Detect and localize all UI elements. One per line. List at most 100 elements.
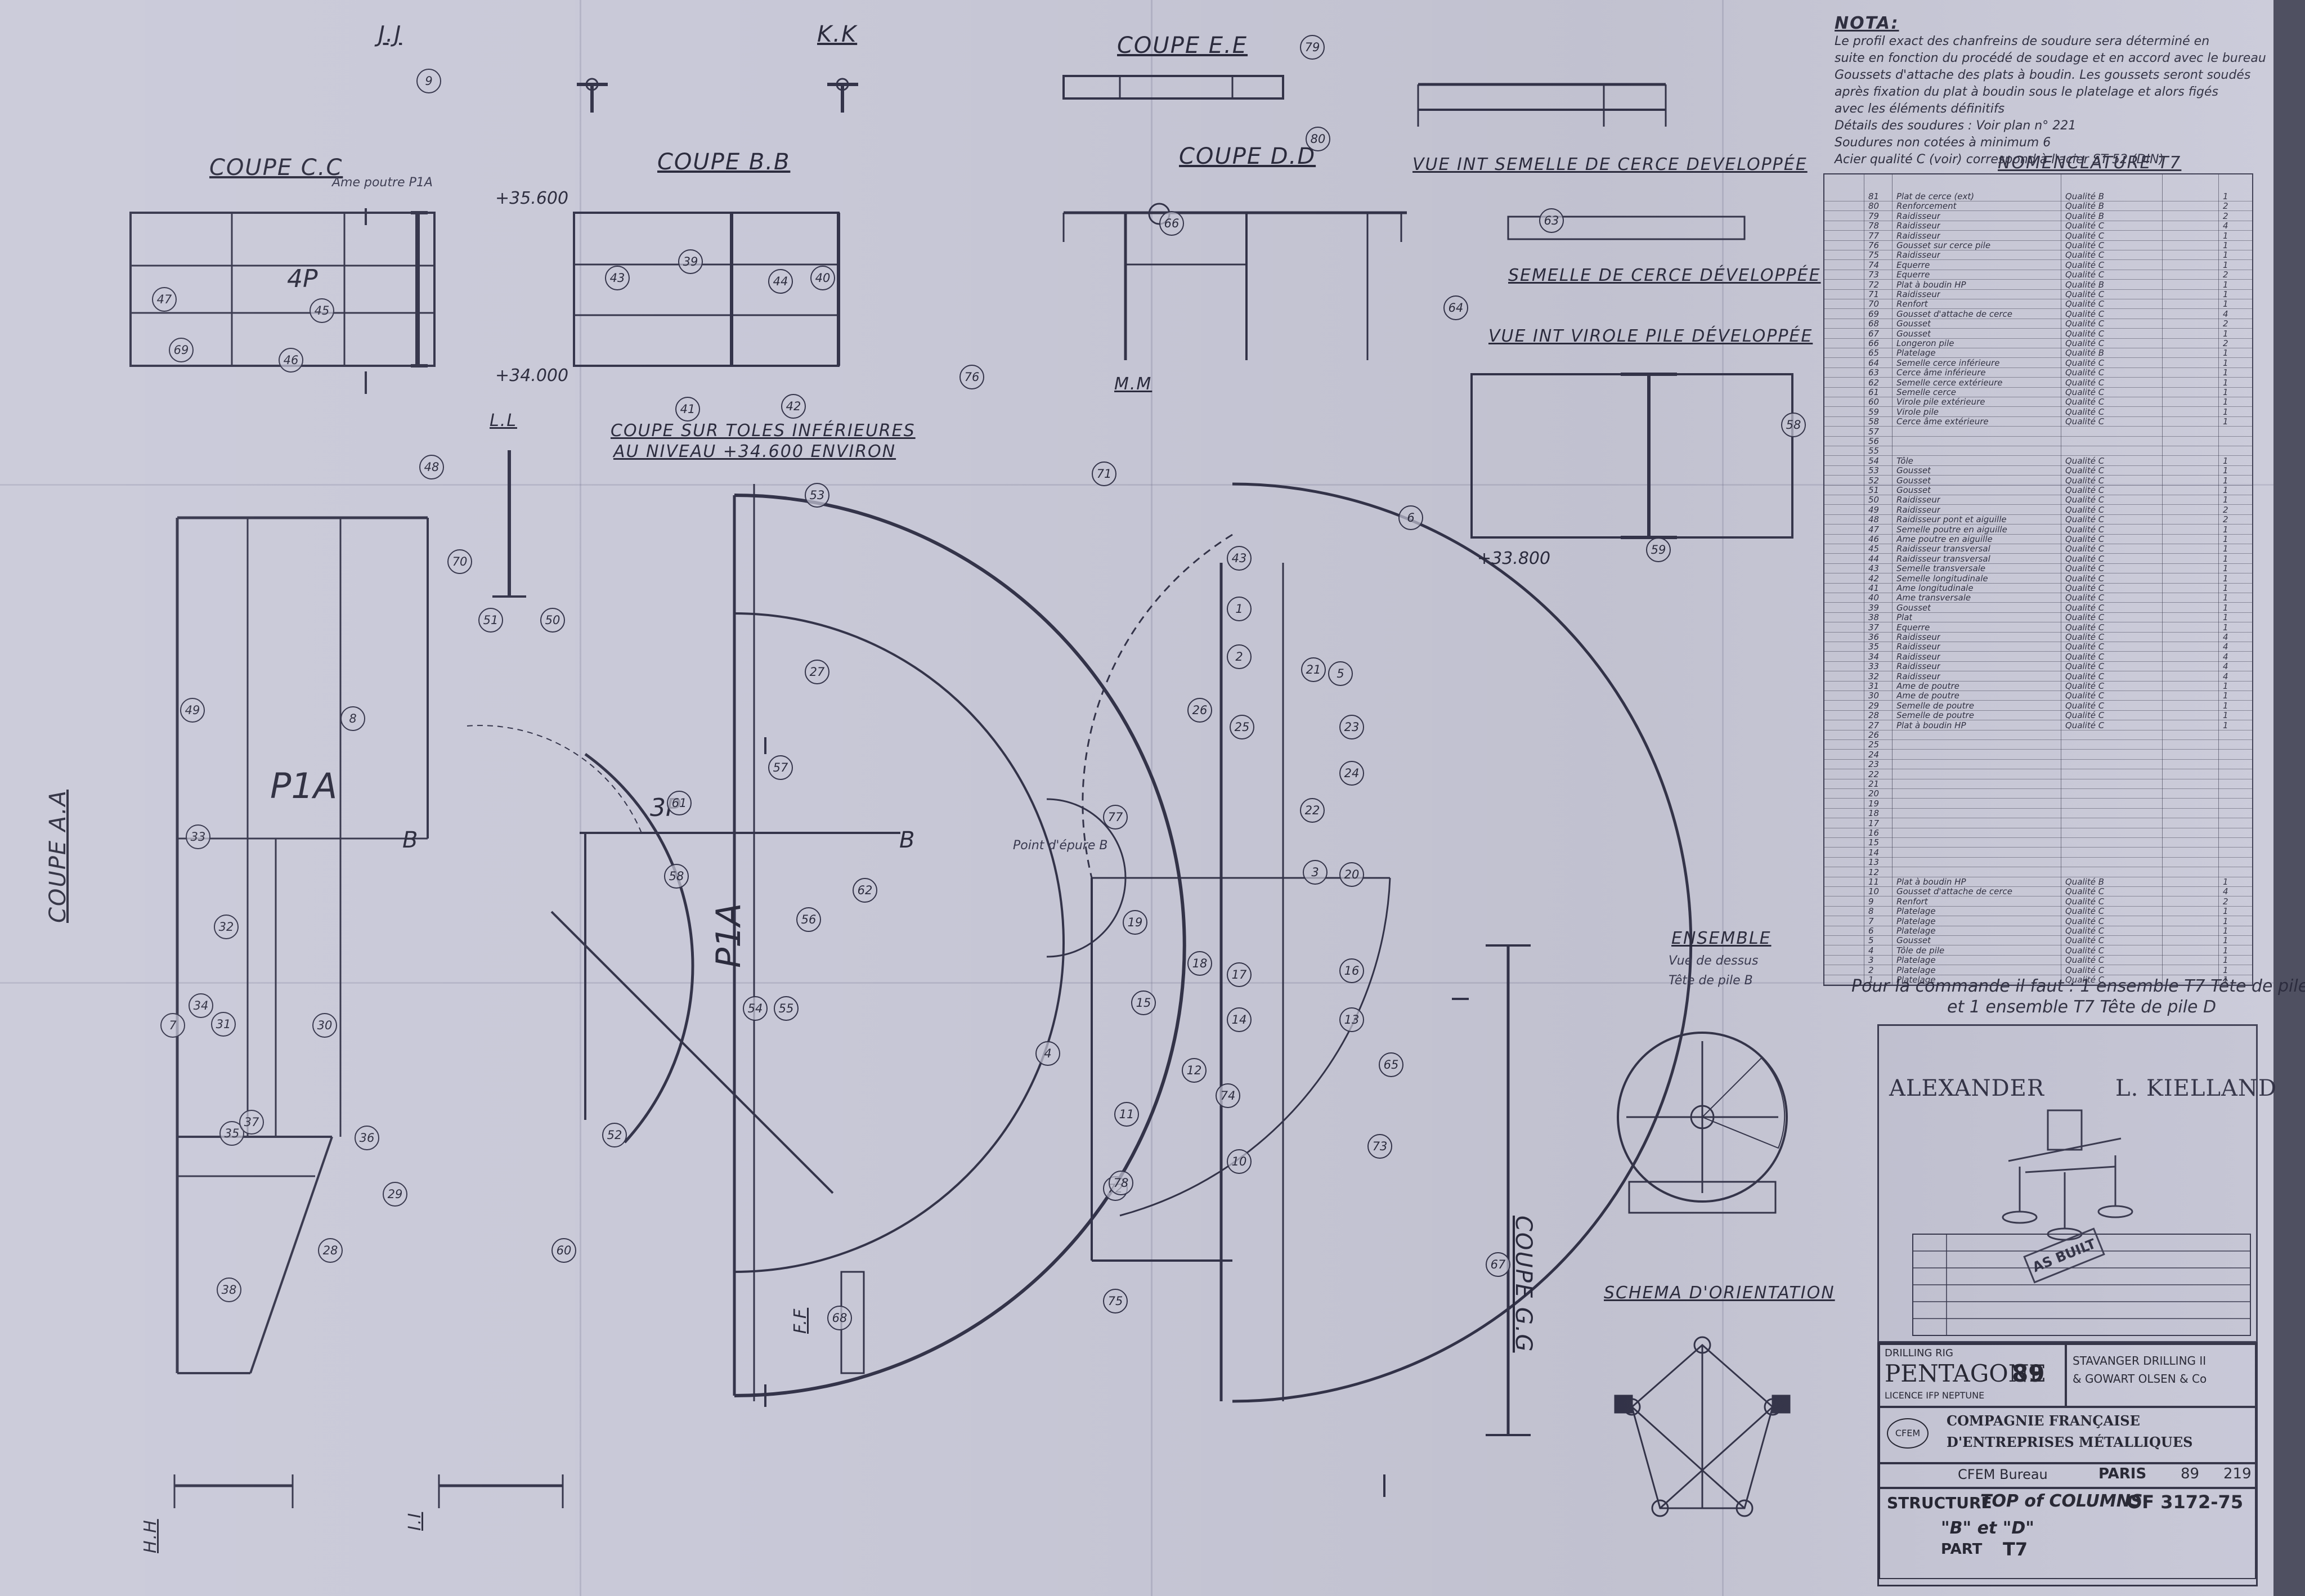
table-cell: 4 <box>2223 221 2228 231</box>
table-cell: 1 <box>2223 720 2228 730</box>
table-cell: 1 <box>2223 495 2228 505</box>
fold-line <box>580 0 581 1596</box>
part-number-bubble: 79 <box>1300 35 1325 60</box>
table-cell: Qualité C <box>2065 455 2105 466</box>
table-cell: Raidisseur transversal <box>1896 553 1990 564</box>
table-cell: Raidisseur <box>1896 495 1941 505</box>
table-cell: 26 <box>1868 730 1880 740</box>
section-dd <box>1062 203 1407 360</box>
table-cell: Semelle de poutre <box>1896 710 1974 721</box>
table-cell: Qualité C <box>2065 602 2105 613</box>
table-cell: Renforcement <box>1896 201 1957 212</box>
bureau-label: CFEM Bureau <box>1958 1467 2048 1482</box>
ensemble-sub-1: Vue de dessus <box>1669 954 1759 968</box>
nota-line: après fixation du plat à boudin sous le … <box>1835 85 2218 99</box>
table-cell: Qualité C <box>2065 387 2105 397</box>
part-number-bubble: 1 <box>1227 597 1252 621</box>
part-number-bubble: 80 <box>1306 127 1330 151</box>
table-row: 26 <box>1824 730 2252 740</box>
part-number-bubble: 70 <box>447 549 472 574</box>
table-cell: 40 <box>1868 593 1880 603</box>
table-cell: Qualité C <box>2065 612 2105 623</box>
table-cell: 76 <box>1868 240 1880 250</box>
table-cell: 68 <box>1868 319 1880 329</box>
table-cell: Qualité C <box>2065 328 2105 339</box>
table-cell: Plat à boudin HP <box>1896 720 1966 730</box>
table-cell: Raidisseur <box>1896 642 1941 652</box>
label-cut-b-left: B <box>402 827 418 853</box>
table-cell: Semelle longitudinale <box>1896 573 1988 584</box>
fold-line <box>0 484 2273 486</box>
bureau-number-2: 219 <box>2223 1465 2252 1482</box>
table-cell: 1 <box>2223 191 2228 201</box>
plan-right <box>1046 482 1693 1403</box>
label-p1a-main: P1A <box>270 765 338 806</box>
table-cell: Raidisseur <box>1896 651 1941 662</box>
table-cell: Qualité B <box>2065 348 2105 358</box>
table-cell: 25 <box>1868 739 1880 750</box>
table-cell: 73 <box>1868 270 1880 280</box>
table-cell: 23 <box>1868 759 1880 770</box>
label-elev-33800: +33.800 <box>1477 549 1551 568</box>
table-cell: Qualité B <box>2065 877 2105 887</box>
semelle-cerce <box>1507 216 1746 240</box>
table-cell: 74 <box>1868 259 1880 270</box>
table-cell: Ame longitudinale <box>1896 583 1974 593</box>
table-cell: 1 <box>2223 259 2228 270</box>
table-cell: Ame de poutre <box>1896 681 1959 691</box>
label-point-b: Point d'épure B <box>1013 839 1108 853</box>
table-cell: Qualité C <box>2065 926 2105 936</box>
part-number-bubble: 24 <box>1339 761 1364 786</box>
table-col-divider <box>1892 174 1893 985</box>
part-number-bubble: 74 <box>1216 1083 1240 1108</box>
table-cell: Cerce âme extérieure <box>1896 416 1989 427</box>
table-cell: Qualité C <box>2065 308 2105 319</box>
table-cell: Qualité C <box>2065 651 2105 662</box>
table-cell: Raidisseur <box>1896 661 1941 672</box>
part-number-bubble: 20 <box>1339 862 1364 887</box>
table-cell: Qualité C <box>2065 710 2105 721</box>
table-cell: 1 <box>2223 299 2228 310</box>
table-cell: 8 <box>1868 906 1874 917</box>
table-cell: Ame transversale <box>1896 593 1971 603</box>
table-cell: 1 <box>2223 681 2228 691</box>
table-cell: 60 <box>1868 397 1880 407</box>
table-cell: Qualité C <box>2065 524 2105 535</box>
part-label: PART <box>1941 1541 1983 1558</box>
table-cell: Gousset sur cerce pile <box>1896 240 1991 250</box>
table-cell: Qualité C <box>2065 475 2105 486</box>
section-gg <box>1486 944 1531 1436</box>
table-row: 22 <box>1824 769 2252 779</box>
part-number-bubble: 6 <box>1398 505 1423 530</box>
table-cell: 4 <box>2223 642 2228 652</box>
table-cell: Qualité B <box>2065 279 2105 290</box>
part-number-bubble: 22 <box>1300 798 1325 823</box>
part-number-bubble: 11 <box>1114 1102 1139 1127</box>
rig-name-left: ALEXANDER <box>1889 1075 2044 1101</box>
nota-line: Acier qualité C (voir) correspond à l'ac… <box>1835 153 2164 167</box>
rig-name: PENTAGONE <box>1885 1360 2047 1387</box>
table-cell: Qualité C <box>2065 700 2105 711</box>
title-ee: COUPE E.E <box>1117 33 1248 59</box>
table-cell: Qualité C <box>2065 896 2105 907</box>
table-cell: Qualité C <box>2065 240 2105 250</box>
table-cell: Platelage <box>1896 965 1936 975</box>
table-cell: 66 <box>1868 338 1880 348</box>
table-cell: 1 <box>2223 593 2228 603</box>
part-number-bubble: 36 <box>355 1126 379 1150</box>
owner-cell <box>2065 1344 2256 1408</box>
part-number-bubble: 58 <box>1781 413 1806 437</box>
table-cell: Qualité C <box>2065 671 2105 682</box>
